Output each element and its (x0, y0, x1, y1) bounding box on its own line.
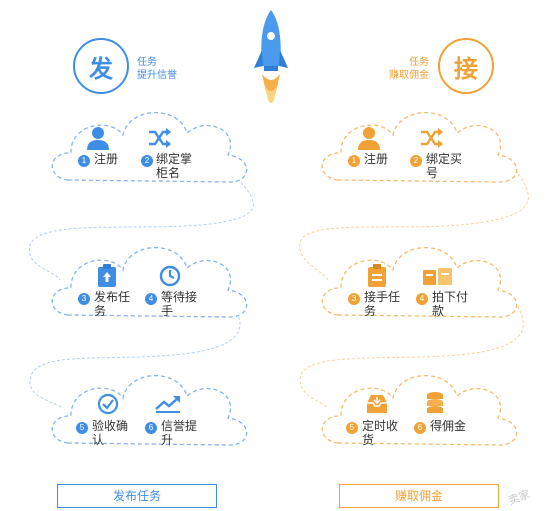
step-label-bind-shop: 绑定掌 柜名 (156, 152, 193, 180)
step-label-take-task: 接手任 务 (364, 290, 401, 318)
publish-subtitle-2: 提升信誉 (137, 70, 177, 81)
publish-subtitle-1: 任务 (137, 57, 157, 68)
shuffle-icon (421, 128, 443, 148)
earn-commission-button[interactable]: 赚取佣金 (339, 484, 499, 508)
coins-icon (427, 392, 443, 413)
publish-task-button[interactable]: 发布任务 (57, 484, 217, 508)
step-number: 3 (78, 293, 90, 305)
inbox-icon (367, 395, 387, 413)
clock-icon (159, 265, 181, 287)
shuffle-icon (149, 128, 171, 148)
check-circle-icon (97, 393, 119, 415)
step-number: 6 (145, 422, 157, 434)
step-number: 2 (141, 155, 153, 167)
step-number: 1 (348, 155, 360, 167)
accept-subtitle-2: 赚取佣金 (389, 70, 429, 81)
step-label-register: 注册 (94, 152, 119, 166)
step-number: 2 (410, 155, 422, 167)
accept-connector-lines (299, 161, 529, 409)
user-icon (87, 127, 109, 150)
accept-subtitle-1: 任务 (409, 57, 429, 68)
user-icon (358, 127, 380, 150)
accept-badge: 接 (438, 38, 494, 94)
trend-up-icon (155, 396, 180, 413)
step-label-confirm: 验收确 认 (92, 419, 129, 447)
publish-cloud-3 (51, 374, 248, 446)
step-number: 4 (416, 293, 428, 305)
publish-cloud-2 (51, 246, 248, 318)
step-label-wait-accept: 等待接 手 (161, 290, 198, 318)
accept-cloud-2 (321, 246, 518, 318)
step-label-register: 注册 (364, 152, 389, 166)
step-number: 6 (414, 422, 426, 434)
publish-connector-lines (29, 162, 254, 409)
clipboard-upload-icon (98, 264, 116, 287)
step-label-commission: 得佣金 (430, 419, 467, 433)
publish-badge-text: 发 (89, 55, 113, 83)
accept-badge-text: 接 (454, 55, 478, 83)
clipboard-icon (368, 264, 386, 287)
step-label-pay: 拍下付 款 (432, 290, 469, 318)
step-number: 1 (78, 155, 90, 167)
rocket-icon (254, 10, 288, 103)
wallet-icon (423, 268, 452, 285)
step-number: 4 (145, 293, 157, 305)
accept-cloud-3 (321, 374, 518, 446)
publish-badge: 发 (73, 38, 129, 94)
step-label-bind-buyer: 绑定买 号 (426, 152, 463, 180)
step-number: 5 (76, 422, 88, 434)
step-label-reputation: 信誉提 升 (161, 419, 198, 447)
step-label-publish-task: 发布任 务 (94, 290, 131, 318)
step-number: 3 (348, 293, 360, 305)
step-number: 5 (346, 422, 358, 434)
step-label-receive: 定时收 货 (362, 419, 399, 447)
